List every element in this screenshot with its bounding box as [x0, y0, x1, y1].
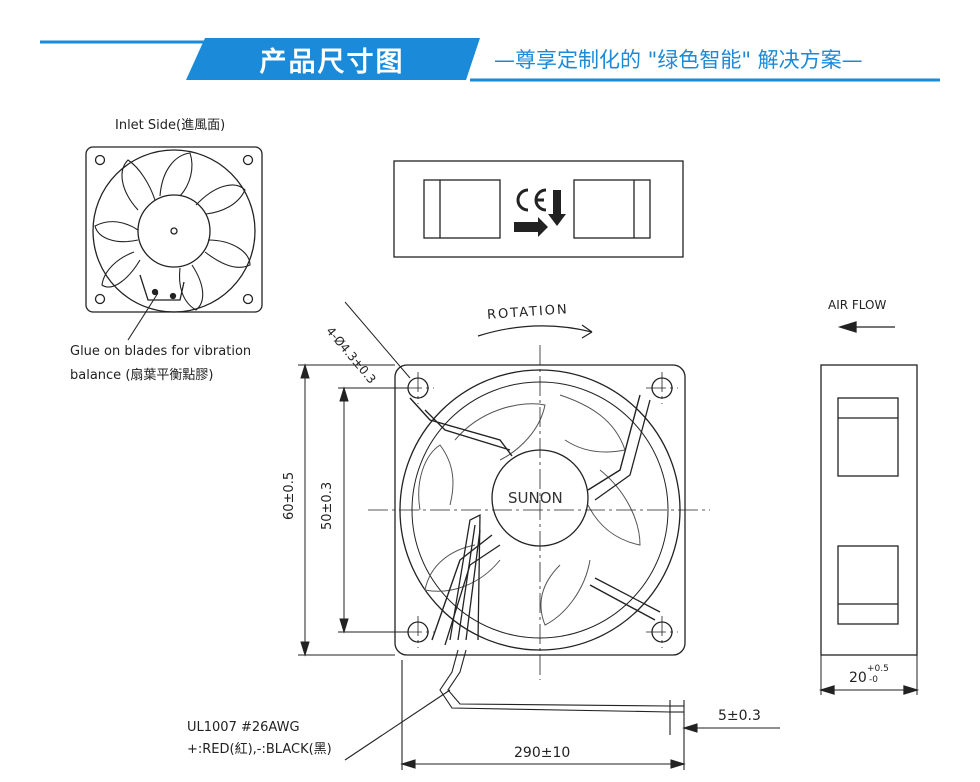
strip-length-label: 5±0.3 [718, 708, 761, 724]
inlet-side-fan [85, 146, 263, 341]
header-title-bg [186, 38, 480, 80]
wire-spec-line2: +:RED(紅),-:BLACK(黑) [187, 742, 332, 757]
glue-note-line2: balance (扇葉平衡點膠) [70, 368, 214, 383]
ce-mark-icon [514, 188, 566, 237]
wire-spec-line1: UL1007 #26AWG [187, 720, 300, 735]
inlet-side-label: Inlet Side(進風面) [115, 118, 226, 133]
front-dimensions [298, 363, 408, 657]
brand-label: SUNON [508, 489, 563, 507]
airflow-arrow-icon [837, 321, 895, 333]
thickness-tol-lower: -0 [869, 675, 878, 685]
airflow-label: AIR FLOW [828, 298, 887, 312]
front-fan [344, 301, 710, 680]
wire-length-label: 290±10 [514, 745, 571, 761]
page-subtitle: —尊享定制化的 "绿色智能" 解决方案— [494, 48, 863, 72]
label-plate [393, 160, 684, 258]
header-lines [40, 38, 940, 82]
header-banner: 产品尺寸图 —尊享定制化的 "绿色智能" 解决方案— [0, 0, 980, 100]
page-title: 产品尺寸图 [259, 46, 405, 78]
dim-60-label: 60±0.5 [282, 471, 297, 520]
glue-note-line1: Glue on blades for vibration [70, 344, 252, 359]
dim-50-label: 50±0.3 [320, 481, 335, 530]
thickness-label: 20 [849, 670, 867, 686]
thickness-tol-upper: +0.5 [867, 664, 889, 674]
lead-wire [344, 649, 780, 770]
side-view [818, 321, 920, 695]
